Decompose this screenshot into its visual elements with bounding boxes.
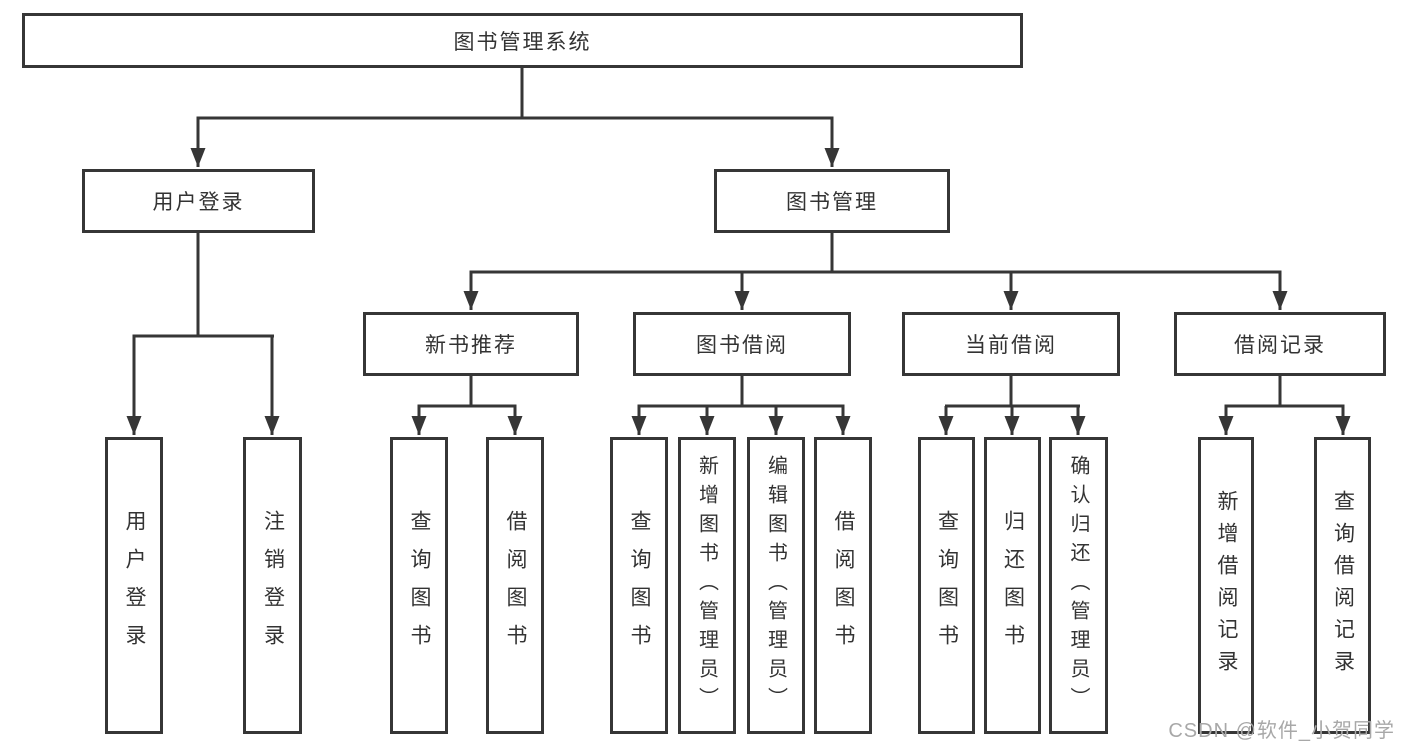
leaf-user-login: 用户登录 [105, 437, 163, 734]
node-label: 图书借阅 [696, 334, 788, 357]
leaf-label: 确认归还（管理员） [1067, 455, 1089, 716]
node-current-borrowing: 当前借阅 [902, 312, 1120, 376]
leaf-label: 用户登录 [123, 509, 146, 662]
leaf-query-books-recommend: 查询图书 [390, 437, 448, 734]
leaf-return-book: 归还图书 [984, 437, 1041, 734]
leaf-borrow-books-recommend: 借阅图书 [486, 437, 544, 734]
leaf-label: 归还图书 [1001, 509, 1025, 662]
leaf-logout: 注销登录 [243, 437, 302, 734]
node-user-login: 用户登录 [82, 169, 315, 233]
leaf-label: 查询图书 [935, 509, 959, 662]
leaf-label: 查询借阅记录 [1331, 489, 1355, 682]
node-label: 图书管理 [786, 191, 878, 214]
leaf-query-borrow-record: 查询借阅记录 [1314, 437, 1371, 734]
leaf-add-book-admin: 新增图书（管理员） [678, 437, 736, 734]
node-label: 用户登录 [152, 191, 245, 214]
node-book-borrowing: 图书借阅 [633, 312, 851, 376]
node-label: 借阅记录 [1234, 334, 1326, 357]
leaf-borrow-books-borrowing: 借阅图书 [814, 437, 872, 734]
node-library-system: 图书管理系统 [22, 13, 1023, 68]
leaf-label: 注销登录 [261, 509, 285, 662]
leaf-label: 查询图书 [628, 509, 651, 662]
node-new-book-recommend: 新书推荐 [363, 312, 579, 376]
leaf-label: 编辑图书（管理员） [764, 455, 787, 716]
leaf-edit-book-admin: 编辑图书（管理员） [747, 437, 805, 734]
csdn-watermark: CSDN @软件_小贺同学 [1168, 720, 1395, 742]
leaf-query-books-borrowing: 查询图书 [610, 437, 668, 734]
node-label: 图书管理系统 [453, 30, 592, 54]
leaf-query-books-current: 查询图书 [918, 437, 975, 734]
leaf-label: 新增借阅记录 [1215, 489, 1238, 682]
leaf-add-borrow-record: 新增借阅记录 [1198, 437, 1254, 734]
node-borrow-records: 借阅记录 [1174, 312, 1386, 376]
leaf-label: 新增图书（管理员） [695, 455, 718, 716]
node-label: 新书推荐 [425, 334, 517, 357]
node-label: 当前借阅 [965, 334, 1057, 357]
leaf-label: 借阅图书 [832, 509, 855, 662]
leaf-label: 查询图书 [408, 509, 431, 662]
leaf-label: 借阅图书 [504, 509, 527, 662]
node-book-management: 图书管理 [714, 169, 950, 233]
leaf-confirm-return-admin: 确认归还（管理员） [1049, 437, 1108, 734]
